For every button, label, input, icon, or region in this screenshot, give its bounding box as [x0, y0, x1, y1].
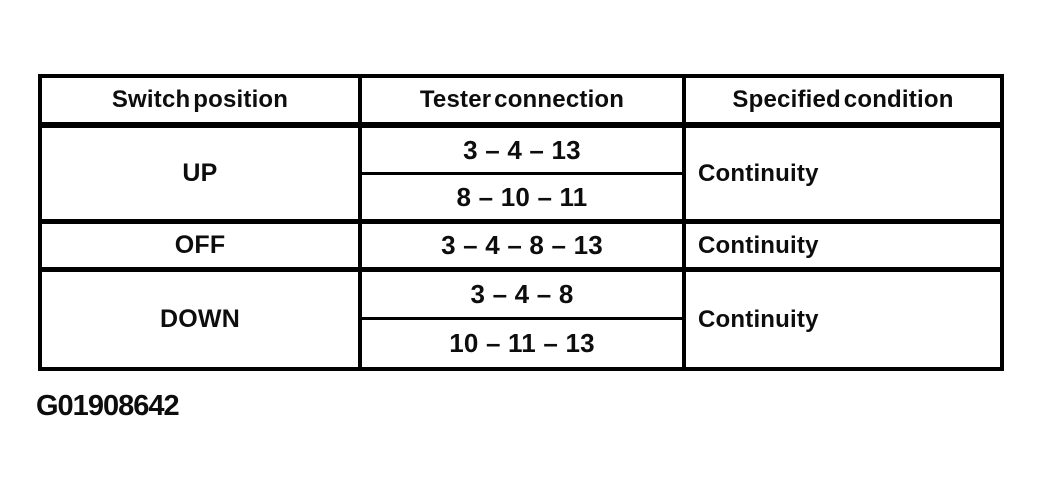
- cell-tester-connection: 3 – 4 – 8: [362, 272, 686, 320]
- cell-specified-condition: Continuity: [686, 224, 1000, 272]
- cell-switch-position-off: OFF: [42, 224, 362, 272]
- cell-switch-position-up: UP: [42, 128, 362, 224]
- cell-tester-connection: 3 – 4 – 13: [362, 128, 686, 175]
- cell-tester-connection: 3 – 4 – 8 – 13: [362, 224, 686, 272]
- cell-specified-condition: Continuity: [698, 305, 819, 333]
- cell-tester-connection: 8 – 10 – 11: [362, 175, 686, 224]
- continuity-test-table: Switch position Tester connection Specif…: [38, 74, 1004, 371]
- column-header-tester-connection: Tester connection: [362, 78, 686, 128]
- cell-tester-connection: 10 – 11 – 13: [362, 320, 686, 367]
- cell-specified-condition: Continuity: [686, 128, 1000, 224]
- cell-switch-position-down: DOWN: [42, 272, 362, 367]
- column-header-specified-condition: Specified condition: [686, 78, 1000, 128]
- column-header-switch-position: Switch position: [42, 78, 362, 128]
- figure-id-label: G01908642: [36, 390, 180, 422]
